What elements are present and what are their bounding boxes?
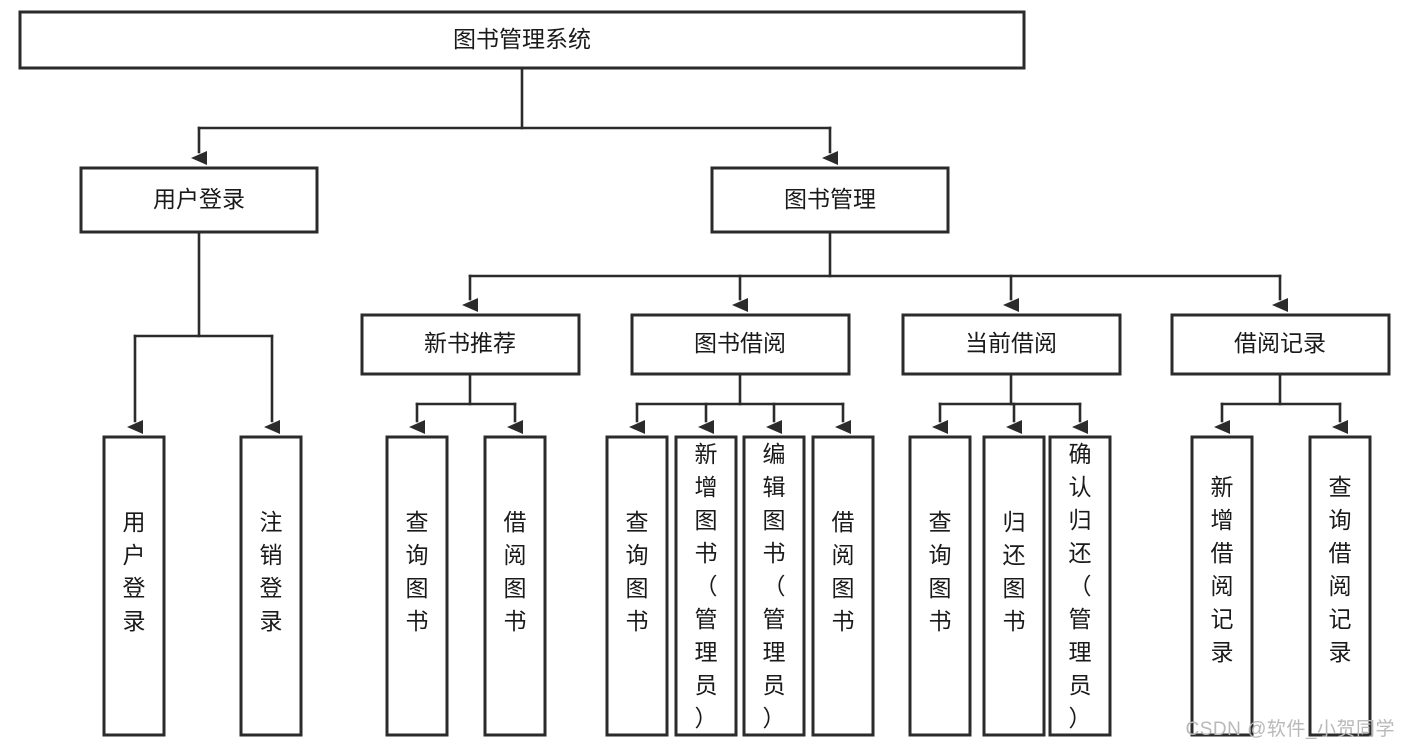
leaf-bb-borrow-book-label: 借阅图书: [832, 509, 855, 634]
connectors-borrowrecord-children: [1214, 372, 1348, 434]
connectors-bookborrow-children: [629, 372, 851, 434]
node-book-borrow[interactable]: 图书借阅: [630, 313, 851, 376]
leaf-bb-edit-book-admin-rect: [742, 435, 806, 737]
node-book-borrow-rect: [630, 313, 851, 376]
leaf-cb-return-book-label: 归还图书: [1003, 509, 1026, 634]
node-borrow-record-rect: [1170, 313, 1391, 376]
connectors-currentborrow-children: [932, 372, 1088, 434]
node-borrow-record[interactable]: 借阅记录: [1170, 313, 1391, 376]
leaf-br-query-record-label: 查询借阅记录: [1329, 474, 1352, 665]
node-book-management-rect: [710, 166, 950, 234]
node-user-login-rect: [79, 166, 319, 234]
leaf-cb-confirm-return-admin-label: 确认归还（管理员）: [1069, 441, 1092, 731]
csdn-watermark: CSDN @软件_小贺同学: [1185, 719, 1395, 740]
leaf-bb-borrow-book-rect: [811, 435, 875, 737]
leaf-br-query-record-rect: [1308, 435, 1372, 737]
leaf-cb-confirm-return-admin[interactable]: 确认归还（管理员）: [1048, 435, 1112, 737]
leaf-bb-add-book-admin-label: 新增图书（管理员）: [695, 441, 718, 731]
leaf-cb-query-book-label: 查询图书: [929, 509, 952, 634]
leaf-user-login-label: 用户登录: [123, 509, 146, 634]
node-new-book-recommend[interactable]: 新书推荐: [360, 313, 581, 376]
leaf-br-add-record-rect: [1190, 435, 1254, 737]
node-root[interactable]: 图书管理系统: [18, 10, 1026, 70]
node-borrow-record-label: 借阅记录: [1234, 330, 1326, 356]
leaf-nbr-borrow-book-rect: [483, 435, 547, 737]
leaf-cb-return-book-rect: [982, 435, 1046, 737]
leaf-bb-edit-book-admin-label: 编辑图书（管理员）: [763, 441, 786, 731]
leaf-br-add-record-label: 新增借阅记录: [1211, 474, 1234, 665]
node-current-borrow-rect: [901, 313, 1122, 376]
node-new-book-recommend-rect: [360, 313, 581, 376]
leaf-logout-rect: [239, 435, 303, 737]
leaf-user-login[interactable]: 用户登录: [102, 435, 166, 737]
node-book-management-label: 图书管理: [784, 186, 876, 212]
leaf-cb-query-book[interactable]: 查询图书: [908, 435, 972, 737]
node-book-borrow-label: 图书借阅: [694, 330, 786, 356]
leaf-br-query-record[interactable]: 查询借阅记录: [1308, 435, 1372, 737]
leaf-bb-query-book-label: 查询图书: [626, 509, 649, 634]
leaf-nbr-query-book[interactable]: 查询图书: [385, 435, 449, 737]
leaf-bb-query-book-rect: [605, 435, 669, 737]
connectors-root-to-level1: [191, 66, 838, 165]
leaf-bb-query-book[interactable]: 查询图书: [605, 435, 669, 737]
leaf-cb-return-book[interactable]: 归还图书: [982, 435, 1046, 737]
leaf-user-login-rect: [102, 435, 166, 737]
node-new-book-recommend-label: 新书推荐: [424, 330, 516, 356]
node-user-login[interactable]: 用户登录: [79, 166, 319, 234]
connectors-bookmgmt-children: [462, 230, 1288, 312]
leaf-bb-add-book-admin[interactable]: 新增图书（管理员）: [674, 435, 738, 737]
node-book-management[interactable]: 图书管理: [710, 166, 950, 234]
leaf-logout-label: 注销登录: [260, 509, 283, 634]
leaf-nbr-borrow-book-label: 借阅图书: [504, 509, 527, 634]
leaf-br-add-record[interactable]: 新增借阅记录: [1190, 435, 1254, 737]
connectors-userlogin-children: [127, 230, 280, 434]
leaf-cb-query-book-rect: [908, 435, 972, 737]
node-root-rect: [18, 10, 1026, 70]
connectors-newbookrec-children: [409, 372, 523, 434]
leaf-cb-confirm-return-admin-rect: [1048, 435, 1112, 737]
leaf-bb-add-book-admin-rect: [674, 435, 738, 737]
leaf-nbr-query-book-rect: [385, 435, 449, 737]
node-root-label: 图书管理系统: [453, 26, 591, 52]
leaf-bb-borrow-book[interactable]: 借阅图书: [811, 435, 875, 737]
leaf-nbr-borrow-book[interactable]: 借阅图书: [483, 435, 547, 737]
node-current-borrow[interactable]: 当前借阅: [901, 313, 1122, 376]
leaf-logout[interactable]: 注销登录: [239, 435, 303, 737]
leaf-nbr-query-book-label: 查询图书: [406, 509, 429, 634]
node-current-borrow-label: 当前借阅: [965, 330, 1057, 356]
node-user-login-label: 用户登录: [153, 186, 245, 212]
leaf-bb-edit-book-admin[interactable]: 编辑图书（管理员）: [742, 435, 806, 737]
